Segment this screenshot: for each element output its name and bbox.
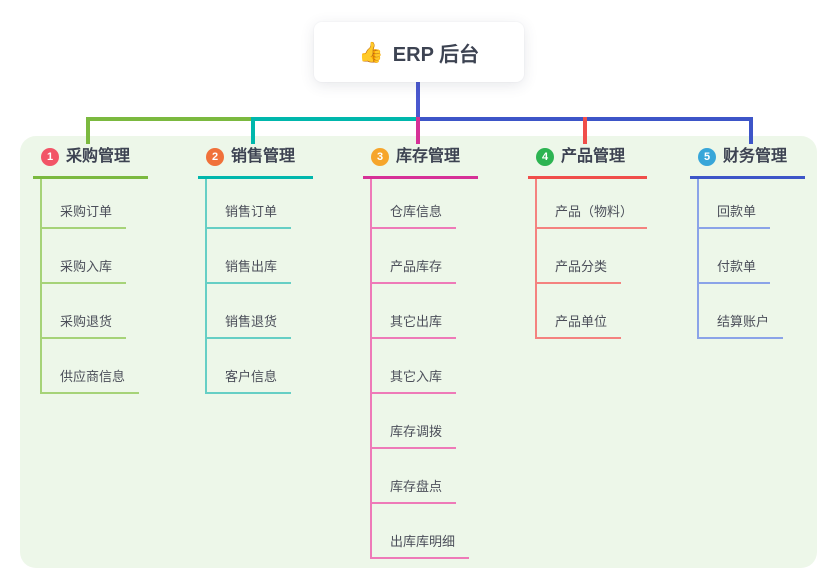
branch-5: 5 财务管理 回款单付款单结算账户 bbox=[690, 146, 805, 339]
branch-2-item-row: 客户信息 bbox=[207, 339, 313, 394]
branch-4-item-row: 产品单位 bbox=[537, 284, 647, 339]
branch-5-title: 财务管理 bbox=[723, 148, 788, 165]
branch-1-number-badge: 1 bbox=[41, 148, 59, 166]
branch-3-title: 库存管理 bbox=[396, 148, 461, 165]
branch-3-item-row: 库存调拨 bbox=[372, 394, 478, 449]
branch-3-header[interactable]: 3 库存管理 bbox=[363, 146, 478, 179]
connector-horizontal-green bbox=[86, 117, 253, 121]
item-node[interactable]: 供应商信息 bbox=[42, 366, 140, 394]
item-node[interactable]: 销售退货 bbox=[207, 311, 292, 339]
branch-2-item-row: 销售出库 bbox=[207, 229, 313, 284]
item-node[interactable]: 产品分类 bbox=[537, 256, 622, 284]
branch-2-item-row: 销售订单 bbox=[207, 179, 313, 229]
branch-5-number-badge: 5 bbox=[698, 148, 716, 166]
item-node[interactable]: 结算账户 bbox=[699, 311, 784, 339]
branch-4-item-row: 产品（物料） bbox=[537, 179, 648, 229]
branch-5-item-row: 付款单 bbox=[699, 229, 805, 284]
item-node[interactable]: 销售订单 bbox=[207, 201, 292, 229]
branch-2-number-badge: 2 bbox=[206, 148, 224, 166]
branch-3-item-row: 其它出库 bbox=[372, 284, 478, 339]
item-node[interactable]: 产品（物料） bbox=[537, 201, 648, 229]
thumbs-up-icon: 👍 bbox=[358, 40, 384, 64]
branch-1-item-row: 供应商信息 bbox=[42, 339, 148, 394]
item-node[interactable]: 采购订单 bbox=[42, 201, 127, 229]
branch-3-item-row: 产品库存 bbox=[372, 229, 478, 284]
branch-4-number-badge: 4 bbox=[536, 148, 554, 166]
item-node[interactable]: 采购入库 bbox=[42, 256, 127, 284]
item-node[interactable]: 销售出库 bbox=[207, 256, 292, 284]
item-node[interactable]: 库存盘点 bbox=[372, 476, 457, 504]
branch-5-item-row: 结算账户 bbox=[699, 284, 805, 339]
connector-horizontal-teal bbox=[251, 117, 418, 121]
branch-3-item-row: 库存盘点 bbox=[372, 449, 478, 504]
branch-3: 3 库存管理 仓库信息产品库存其它出库其它入库库存调拨库存盘点出库库明细 bbox=[363, 146, 478, 559]
branch-3-items: 仓库信息产品库存其它出库其它入库库存调拨库存盘点出库库明细 bbox=[370, 179, 478, 559]
branch-1-item-row: 采购入库 bbox=[42, 229, 148, 284]
branch-5-header[interactable]: 5 财务管理 bbox=[690, 146, 805, 179]
branch-2-title: 销售管理 bbox=[231, 148, 296, 165]
branch-1-item-row: 采购退货 bbox=[42, 284, 148, 339]
branch-1-title: 采购管理 bbox=[66, 148, 131, 165]
root-node[interactable]: 👍 ERP 后台 bbox=[314, 22, 524, 82]
branch-4-header[interactable]: 4 产品管理 bbox=[528, 146, 648, 179]
connector-drop-inventory bbox=[416, 117, 420, 144]
branch-3-number-badge: 3 bbox=[371, 148, 389, 166]
branch-4-title: 产品管理 bbox=[561, 148, 626, 165]
root-title: ERP 后台 bbox=[392, 43, 480, 66]
connector-drop-sales bbox=[251, 117, 255, 144]
item-node[interactable]: 产品库存 bbox=[372, 256, 457, 284]
item-node[interactable]: 库存调拨 bbox=[372, 421, 457, 449]
branch-2-item-row: 销售退货 bbox=[207, 284, 313, 339]
connector-drop-finance bbox=[749, 117, 753, 144]
branch-4-items: 产品（物料） 产品分类产品单位 bbox=[535, 179, 648, 339]
item-node[interactable]: 客户信息 bbox=[207, 366, 292, 394]
branch-3-item-row: 出库库明细 bbox=[372, 504, 478, 559]
item-node[interactable]: 仓库信息 bbox=[372, 201, 457, 229]
branch-1-header[interactable]: 1 采购管理 bbox=[33, 146, 148, 179]
branch-2-header[interactable]: 2 销售管理 bbox=[198, 146, 313, 179]
item-node[interactable]: 其它出库 bbox=[372, 311, 457, 339]
item-node[interactable]: 付款单 bbox=[699, 256, 771, 284]
branch-3-item-row: 其它入库 bbox=[372, 339, 478, 394]
item-node[interactable]: 产品单位 bbox=[537, 311, 622, 339]
mindmap-panel bbox=[20, 136, 817, 568]
branch-5-item-row: 回款单 bbox=[699, 179, 805, 229]
branch-1-item-row: 采购订单 bbox=[42, 179, 148, 229]
connector-root-vertical bbox=[416, 82, 420, 118]
connector-drop-product bbox=[583, 117, 587, 144]
item-node[interactable]: 采购退货 bbox=[42, 311, 127, 339]
connector-drop-purchase bbox=[86, 117, 90, 144]
branch-1-items: 采购订单采购入库采购退货供应商信息 bbox=[40, 179, 148, 394]
branch-4-item-row: 产品分类 bbox=[537, 229, 647, 284]
branch-1: 1 采购管理 采购订单采购入库采购退货供应商信息 bbox=[33, 146, 148, 394]
item-node[interactable]: 其它入库 bbox=[372, 366, 457, 394]
branch-2-items: 销售订单销售出库销售退货客户信息 bbox=[205, 179, 313, 394]
item-node[interactable]: 出库库明细 bbox=[372, 531, 470, 559]
branch-4: 4 产品管理 产品（物料） 产品分类产品单位 bbox=[528, 146, 648, 339]
branch-3-item-row: 仓库信息 bbox=[372, 179, 478, 229]
item-node[interactable]: 回款单 bbox=[699, 201, 771, 229]
branch-2: 2 销售管理 销售订单销售出库销售退货客户信息 bbox=[198, 146, 313, 394]
branch-5-items: 回款单付款单结算账户 bbox=[697, 179, 805, 339]
